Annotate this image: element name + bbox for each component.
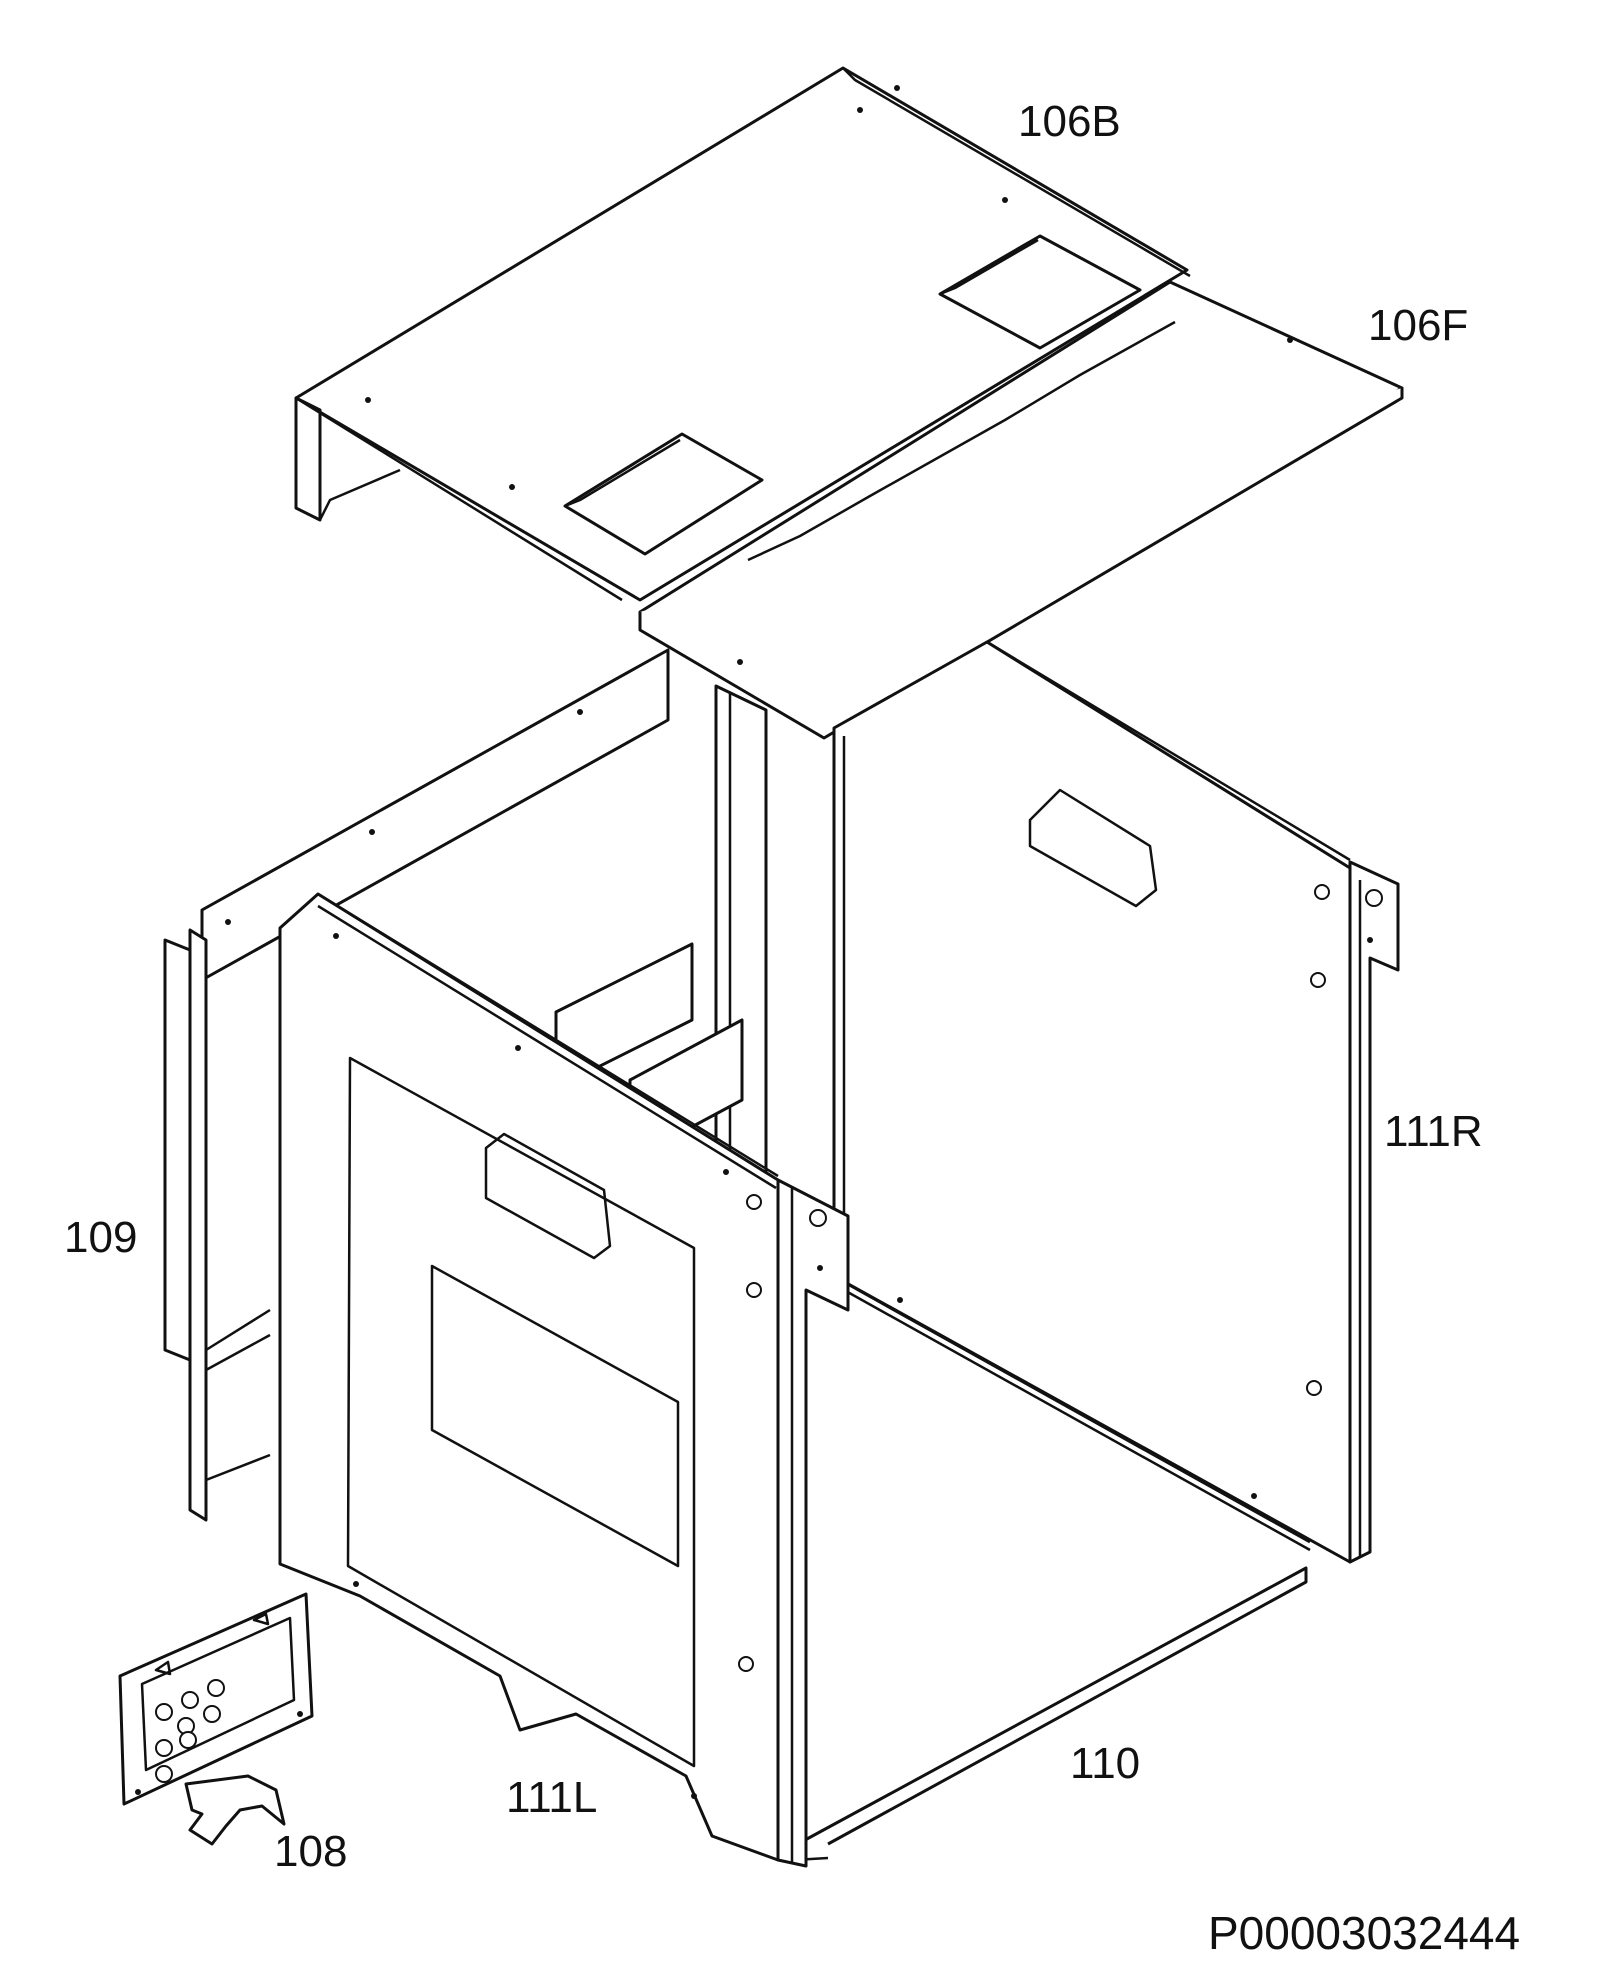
part-111r-right-side-panel [832,640,1400,1564]
part-111l-left-side-panel [278,892,850,1868]
label-106f: 106F [1368,301,1469,350]
label-108: 108 [274,1827,348,1876]
label-106b: 106B [1018,97,1121,146]
part-106f-top-front-cover [638,280,1404,740]
label-110: 110 [1070,1739,1141,1788]
document-id: P00003032444 [1208,1907,1521,1959]
label-109: 109 [64,1213,138,1262]
part-106b-top-back-cover [294,66,1191,602]
label-111r: 111R [1384,1107,1483,1156]
part-108-control-bracket [118,1592,314,1846]
part-110-bottom-frame [792,1280,1311,1862]
label-111l: 111L [506,1773,598,1822]
